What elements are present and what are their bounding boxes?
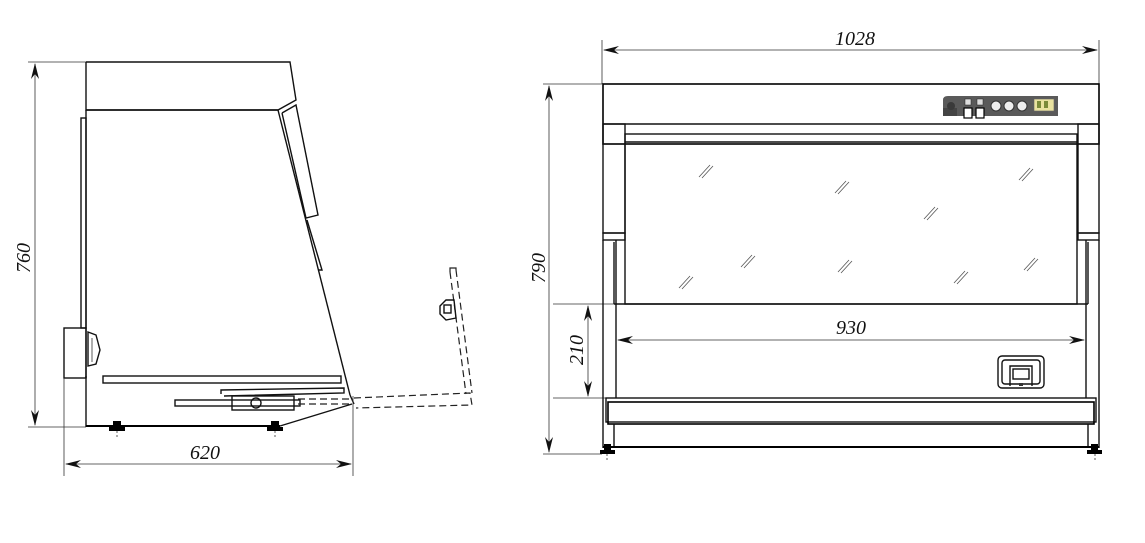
foot-front-right	[1087, 444, 1102, 462]
knob-3[interactable]	[1016, 100, 1028, 112]
dimension-label-1028: 1028	[835, 28, 875, 50]
dimension-label-790: 790	[528, 253, 550, 283]
dimension-790: 790	[528, 83, 602, 455]
dimension-label-620: 620	[190, 442, 220, 464]
control-panel	[943, 96, 1058, 119]
dimension-label-930: 930	[836, 317, 866, 339]
foot-front-left	[600, 444, 615, 462]
dimension-label-760: 760	[13, 243, 35, 273]
knob-2[interactable]	[1003, 100, 1015, 112]
dimension-1028: 1028	[601, 28, 1100, 84]
dimension-620: 620	[63, 378, 354, 476]
dimension-210: 210	[553, 303, 616, 399]
dimension-930: 930	[617, 317, 1085, 344]
foot-left	[109, 421, 125, 438]
foot-right	[267, 421, 283, 438]
switch-2[interactable]	[975, 98, 985, 119]
power-socket	[997, 355, 1045, 389]
switch-1[interactable]	[963, 98, 973, 119]
glass-sash	[613, 133, 1089, 305]
knob-1[interactable]	[990, 100, 1002, 112]
dimension-label-210: 210	[566, 335, 588, 365]
indicator-display	[1033, 98, 1055, 112]
side-view: 760	[13, 61, 473, 476]
open-sash-dashed	[353, 267, 473, 409]
front-view: 1028 790 210	[528, 28, 1102, 462]
glass-reflection-marks	[678, 164, 1039, 290]
dimension-760: 760	[13, 61, 86, 428]
